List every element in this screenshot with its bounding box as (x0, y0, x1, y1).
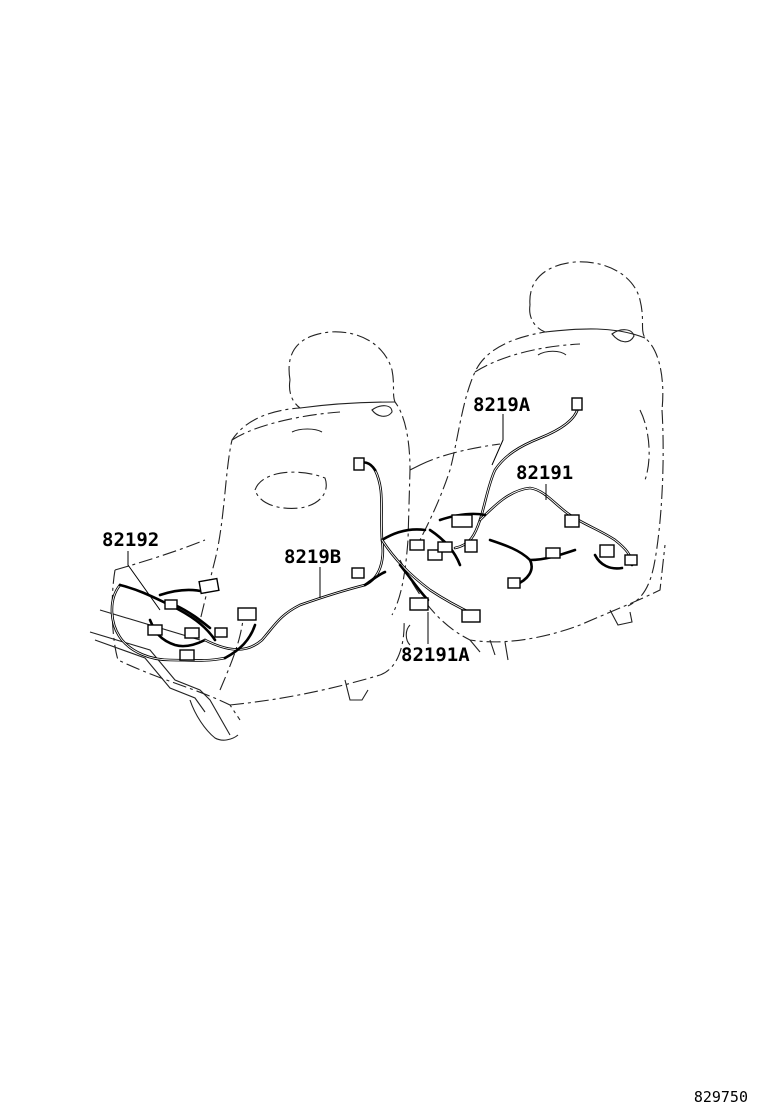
callout-8219A: 8219A (473, 394, 531, 416)
callout-82191A: 82191A (401, 644, 470, 666)
leader-lines (127, 414, 547, 644)
document-number: 829750 (693, 1088, 748, 1106)
callout-82191: 82191 (516, 462, 573, 484)
harness-82192 (110, 577, 257, 662)
right-seat-outline (399, 261, 666, 661)
harness-82191A (380, 538, 481, 646)
harness-8219B (203, 457, 427, 660)
callout-82192: 82192 (102, 529, 159, 551)
callout-8219B: 8219B (284, 546, 341, 568)
harness-8219A (453, 397, 583, 550)
harness-82191 (428, 486, 638, 589)
